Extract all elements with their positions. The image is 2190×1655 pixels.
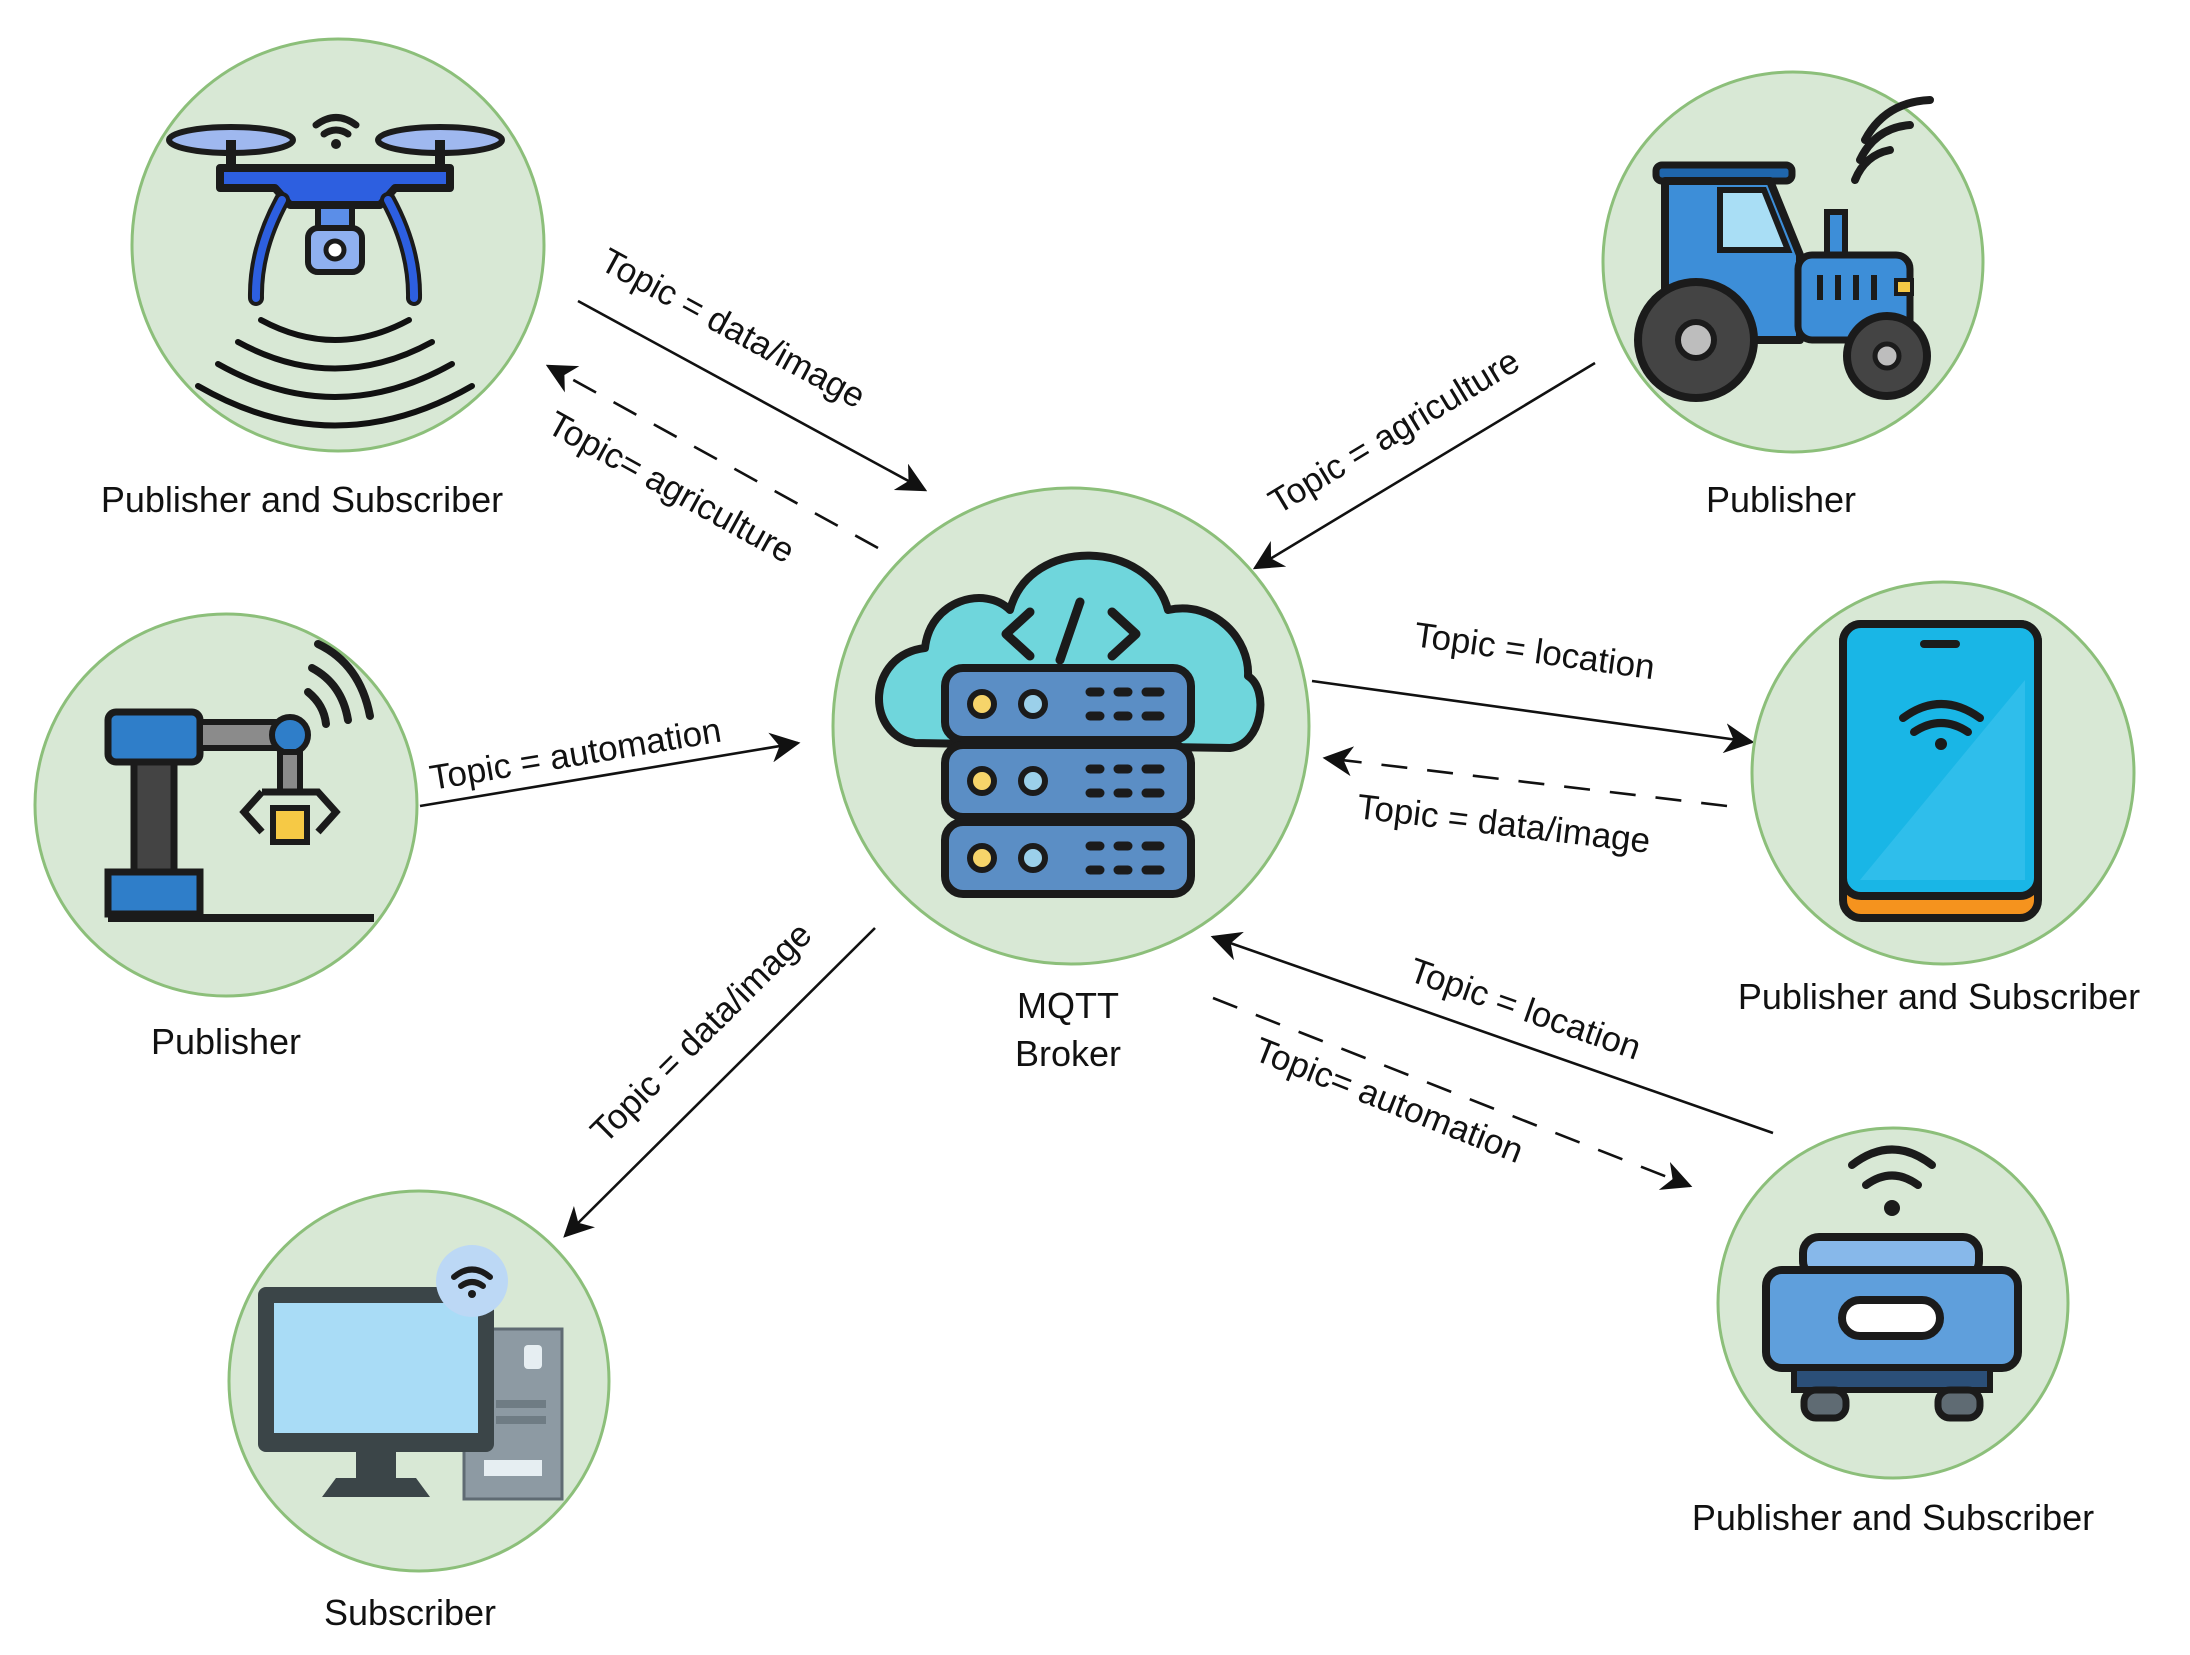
drone-icon [166,114,505,429]
tractor-node: Publisher [1601,70,1985,520]
robot-arm-icon [104,640,374,922]
topic-label-drone-to-broker: Topic = data/image [594,241,871,416]
edge-broker-to-smartphone [1311,679,1755,754]
edge-tractor-to-broker [1252,361,1596,570]
edge-drone-to-broker [577,299,928,492]
topic-label-tractor-to-broker: Topic = agriculture [1262,341,1526,522]
vehicle-node: Publisher and Subscriber [1692,1126,2094,1538]
topic-label-broker-to-vehicle: Topic= automation [1249,1030,1529,1171]
edge-robot-arm-to-broker [419,732,801,808]
robot-arm-node: Publisher [33,612,419,1062]
autonomous-vehicle-icon [1762,1145,2022,1422]
topic-label-broker-to-computer: Topic = data/image [583,915,819,1151]
computer-node: Subscriber [227,1189,611,1633]
topic-label-robot-arm-to-broker: Topic = automation [427,711,724,798]
edge-broker-to-vehicle [1212,996,1693,1190]
robot-arm-label: Publisher [151,1021,301,1062]
broker-label-line2: Broker [1015,1033,1121,1074]
tractor-label: Publisher [1706,479,1856,520]
computer-label: Subscriber [324,1592,496,1633]
drone-node: Publisher and Subscriber [101,37,546,520]
edge-broker-to-computer [563,927,876,1238]
edge-smartphone-to-broker [1322,746,1728,808]
smartphone-icon [1839,620,2042,922]
edge-vehicle-to-broker [1210,931,1774,1135]
topic-label-vehicle-to-broker: Topic = location [1404,951,1646,1068]
smartphone-node: Publisher and Subscriber [1738,580,2140,1017]
desktop-computer-icon [258,1245,564,1501]
drone-label: Publisher and Subscriber [101,479,503,520]
topic-label-smartphone-to-broker: Topic = data/image [1355,787,1652,861]
topic-label-broker-to-drone: Topic= agriculture [541,404,801,571]
cloud-server-icon [875,551,1265,898]
edge-broker-to-drone [545,364,879,550]
broker-label-line1: MQTT [1017,985,1119,1026]
smartphone-label: Publisher and Subscriber [1738,976,2140,1017]
vehicle-label: Publisher and Subscriber [1692,1497,2094,1538]
tractor-icon [1634,96,1934,402]
broker-node: MQTT Broker [831,486,1311,1074]
topic-label-broker-to-smartphone: Topic = location [1412,615,1657,687]
edges [419,299,1774,1238]
